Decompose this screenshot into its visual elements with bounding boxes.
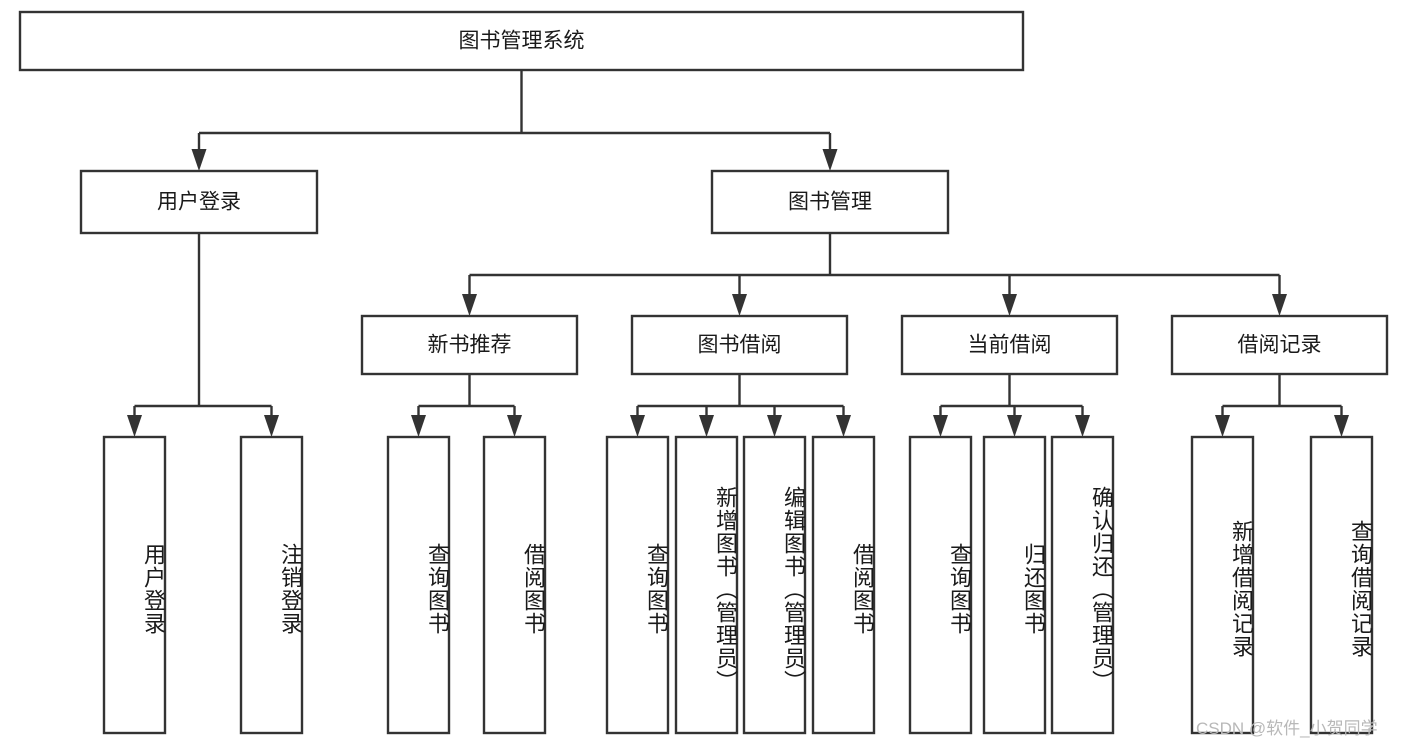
arrow-head-leaf [933,415,948,437]
arrow-head-leaf [264,415,279,437]
node-box-leaf-edit-book-admin [742,435,807,735]
node-label-new-book-recommend: 新书推荐 [428,334,512,357]
arrow-head-level2 [191,149,207,171]
connectors-layer [127,70,1349,437]
arrow-head-leaf [1334,415,1349,437]
node-box-leaf-add-borrow-record [1190,435,1255,735]
node-box-root [18,10,1025,72]
node-box-leaf-return-book [982,435,1047,735]
node-box-leaf-query-book-current [908,435,973,735]
arrow-head-level3 [1002,294,1017,316]
node-label-user-login: 用户登录 [157,191,241,214]
node-box-leaf-confirm-return-admin [1050,435,1115,735]
node-box-new-book-recommend [360,314,579,376]
node-box-leaf-query-book-rec [386,435,451,735]
node-box-borrow-record [1170,314,1389,376]
boxes-layer [18,10,1389,735]
node-box-leaf-borrow-book-rec [482,435,547,735]
arrow-head-leaf [507,415,522,437]
arrow-head-leaf [630,415,645,437]
csdn-watermark: CSDN @软件_小贺同学 [1196,719,1378,738]
arrow-head-leaf [411,415,426,437]
node-box-leaf-query-book-borrow [605,435,670,735]
arrow-head-leaf [1075,415,1090,437]
node-box-leaf-user-login [102,435,167,735]
node-box-leaf-logout-login [239,435,304,735]
node-label-root: 图书管理系统 [459,30,585,53]
node-box-leaf-query-borrow-record [1309,435,1374,735]
node-label-book-borrow: 图书借阅 [698,334,782,357]
node-label-current-borrow: 当前借阅 [968,334,1052,357]
arrow-head-leaf [1007,415,1022,437]
node-box-leaf-borrow-book [811,435,876,735]
arrow-head-level2 [822,149,838,171]
arrow-head-leaf [699,415,714,437]
arrow-head-leaf [1215,415,1230,437]
node-box-user-login [79,169,319,235]
node-box-book-management [710,169,950,235]
arrow-head-level3 [732,294,747,316]
arrow-head-leaf [127,415,142,437]
arrow-head-level3 [462,294,477,316]
arrow-head-level3 [1272,294,1287,316]
node-box-current-borrow [900,314,1119,376]
node-box-book-borrow [630,314,849,376]
node-label-book-management: 图书管理 [788,191,872,214]
node-label-borrow-record: 借阅记录 [1238,334,1322,357]
node-box-leaf-add-book-admin [674,435,739,735]
arrow-head-leaf [767,415,782,437]
arrow-head-leaf [836,415,851,437]
